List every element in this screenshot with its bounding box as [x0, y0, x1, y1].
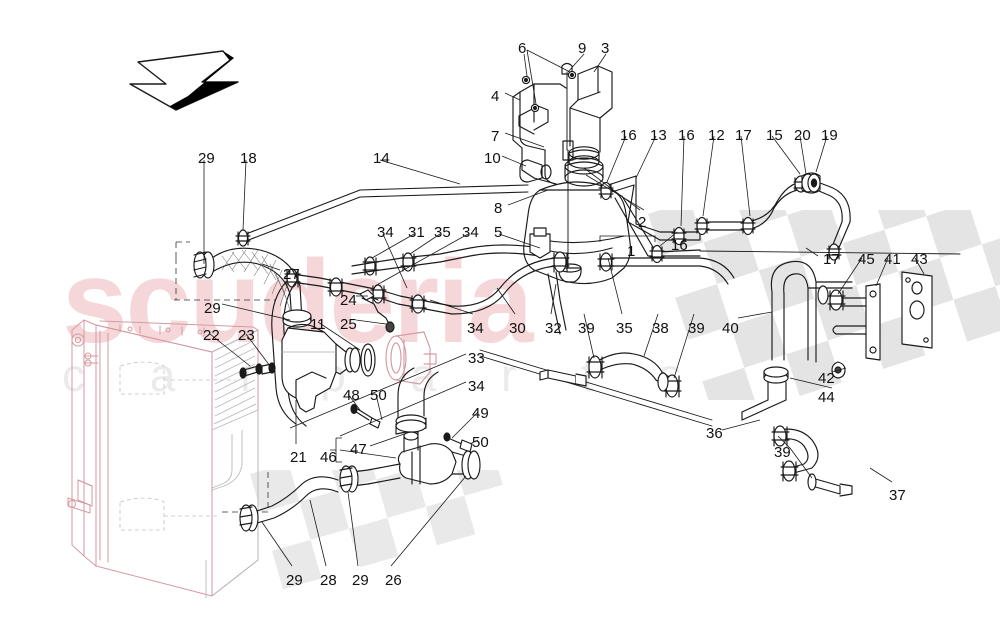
- callout-c16a: 16: [620, 127, 637, 144]
- callout-c24: 24: [340, 292, 357, 309]
- callout-c2: 2: [638, 214, 647, 231]
- callout-c34b: 34: [462, 224, 479, 241]
- callout-c16b: 16: [678, 127, 695, 144]
- callout-c17a: 17: [735, 127, 752, 144]
- callout-c20: 20: [794, 127, 811, 144]
- callout-c40: 40: [722, 320, 739, 337]
- callout-c3: 3: [601, 40, 610, 57]
- callout-c17b: 17: [823, 251, 840, 268]
- callout-c30: 30: [509, 320, 526, 337]
- callout-c26: 26: [385, 572, 402, 589]
- callout-c38: 38: [652, 320, 669, 337]
- callout-c18: 18: [240, 150, 257, 167]
- callout-c27: 27: [283, 266, 300, 283]
- callout-c22: 22: [203, 327, 220, 344]
- callout-c33: 33: [468, 350, 485, 367]
- callout-c43: 43: [911, 251, 928, 268]
- callout-c19: 19: [821, 127, 838, 144]
- callout-c5: 5: [494, 224, 503, 241]
- callout-c48: 48: [343, 387, 360, 404]
- callout-c7: 7: [491, 128, 500, 145]
- callout-c21: 21: [290, 449, 307, 466]
- callout-c9: 9: [578, 40, 587, 57]
- callout-c8: 8: [494, 200, 503, 217]
- callout-c39a: 39: [578, 320, 595, 337]
- callout-c25: 25: [340, 316, 357, 333]
- callout-c16c: 16: [671, 237, 688, 254]
- callout-c11: 11: [310, 316, 326, 333]
- callout-c35a: 35: [434, 224, 451, 241]
- callout-c36: 36: [706, 425, 723, 442]
- callout-c39c: 39: [774, 444, 791, 461]
- callout-c49: 49: [472, 405, 489, 422]
- callout-c47: 47: [350, 441, 367, 458]
- callout-c50b: 50: [472, 434, 489, 451]
- callout-c29c: 29: [286, 572, 303, 589]
- callout-c50a: 50: [370, 387, 387, 404]
- callout-c29d: 29: [352, 572, 369, 589]
- callout-c14: 14: [373, 150, 390, 167]
- callout-c15: 15: [766, 127, 783, 144]
- callout-c1: 1: [627, 243, 636, 260]
- callout-c37: 37: [889, 487, 906, 504]
- callout-c42: 42: [818, 370, 835, 387]
- callout-c32: 32: [545, 320, 562, 337]
- callout-c13: 13: [650, 127, 667, 144]
- callout-c45: 45: [858, 251, 875, 268]
- callout-c4: 4: [491, 88, 500, 105]
- callout-c46: 46: [320, 449, 337, 466]
- callout-c34c: 34: [467, 320, 484, 337]
- callout-c28: 28: [320, 572, 337, 589]
- callout-c29a: 29: [198, 150, 215, 167]
- callout-c31: 31: [408, 224, 425, 241]
- callout-c41: 41: [884, 251, 901, 268]
- callout-c34d: 34: [468, 378, 485, 395]
- callout-c23: 23: [238, 327, 255, 344]
- callout-c34a: 34: [377, 224, 394, 241]
- callout-c35b: 35: [616, 320, 633, 337]
- callout-c29b: 29: [204, 300, 221, 317]
- callout-c12: 12: [708, 127, 725, 144]
- callout-c44: 44: [818, 389, 835, 406]
- callout-c39b: 39: [688, 320, 705, 337]
- callout-c6: 6: [518, 40, 527, 57]
- callout-c10: 10: [484, 150, 501, 167]
